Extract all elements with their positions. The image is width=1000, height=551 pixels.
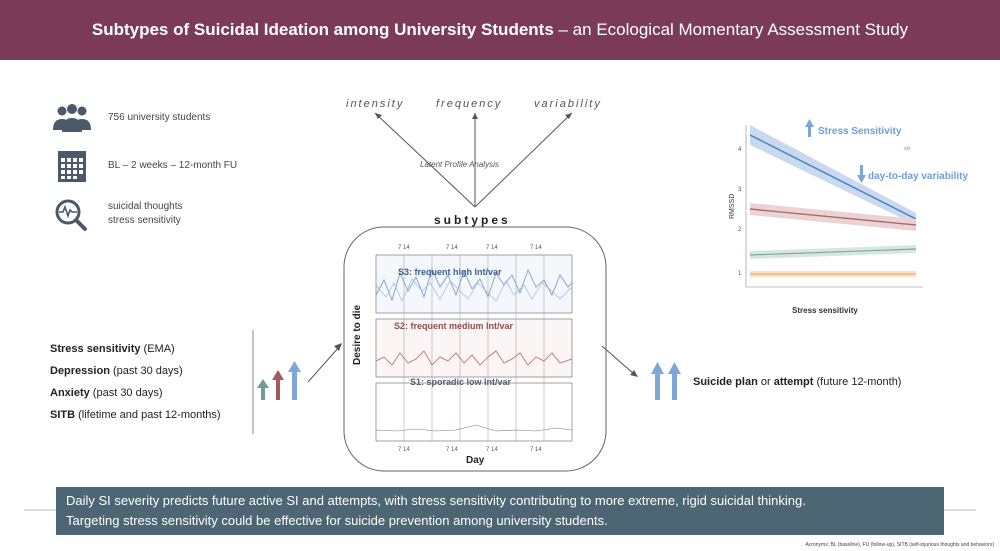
predictor-stress: Stress sensitivity (EMA) — [50, 343, 175, 355]
outcome-arrows — [651, 362, 681, 400]
lpa-label: Latent Profile Analysis — [420, 160, 499, 169]
arrow-up-icon — [805, 119, 814, 137]
magnifier-pulse-icon — [55, 199, 87, 231]
label-intensity: intensity — [346, 98, 405, 110]
footnote: Acronyms: BL (baseline), FU (follow-up),… — [805, 542, 994, 548]
predictor-sitb: SITB (lifetime and past 12-months) — [50, 409, 221, 421]
info-timeline: BL – 2 weeks – 12-month FU — [50, 148, 237, 184]
x-axis-label: Day — [466, 455, 485, 466]
label-variability: variability — [534, 98, 602, 110]
info-students: 756 university students — [50, 100, 210, 136]
arrow-blue-icon — [651, 362, 664, 400]
calendar-icon — [58, 151, 86, 182]
svg-text:7 14: 7 14 — [486, 245, 498, 251]
inset-x-label: Stress sensitivity — [792, 306, 858, 315]
svg-text:7 14: 7 14 — [398, 447, 410, 453]
s1-label: S1: sporadic low lnt/var — [410, 377, 512, 387]
inset-label-stress: Stress Sensitivity — [818, 126, 902, 137]
svg-text:7 14: 7 14 — [446, 447, 458, 453]
svg-text:3: 3 — [738, 187, 742, 193]
y-axis-label: Desire to die — [352, 305, 363, 365]
connector-to-outcome — [601, 345, 638, 377]
arrow-blue-icon — [668, 362, 681, 400]
arrow-blue-icon — [288, 361, 301, 400]
arrow-red-icon — [272, 370, 284, 400]
divider-line — [24, 509, 976, 511]
subtypes-panel: 7 14 7 14 7 14 7 14 7 14 7 14 7 14 7 14 S3: fr… — [343, 226, 607, 472]
svg-text:7 14: 7 14 — [530, 245, 542, 251]
svg-text:7 14: 7 14 — [486, 447, 498, 453]
page-title: Subtypes of Suicidal Ideation among Univ… — [91, 20, 909, 39]
outcome-text: Suicide plan or attempt (future 12-month… — [693, 376, 902, 388]
arrow-down-icon — [857, 165, 866, 183]
svg-text:7 14: 7 14 — [530, 447, 542, 453]
inset-chart: 4 3 2 1 RMSSD Stress sensitivity Stress Sen… — [729, 119, 968, 315]
inset-label-variability: day-to-day variability — [868, 171, 968, 182]
s3-label: S3: frequent high lnt/var — [398, 267, 502, 277]
predictor-depression: Depression (past 30 days) — [50, 365, 183, 377]
students-text: 756 university students — [108, 112, 211, 123]
svg-text:2: 2 — [738, 227, 742, 233]
arrow-teal-icon — [257, 379, 269, 400]
predictor-arrows — [257, 361, 301, 400]
lpa-arrows — [374, 112, 573, 208]
predictor-anxiety: Anxiety (past 30 days) — [50, 387, 163, 399]
link-icon: ∞ — [904, 143, 910, 153]
label-frequency: frequency — [436, 98, 503, 110]
timeline-text: BL – 2 weeks – 12-month FU — [108, 160, 238, 171]
predictor-bracket — [252, 330, 254, 434]
svg-text:4: 4 — [738, 147, 742, 153]
svg-text:7 14: 7 14 — [446, 245, 458, 251]
people-icon — [53, 104, 91, 132]
subtypes-title: subtypes — [434, 213, 511, 227]
conclusion-line1: Daily SI severity predicts future active… — [66, 493, 806, 508]
s2-label: S2: frequent medium lnt/var — [394, 321, 514, 331]
inset-y-label: RMSSD — [729, 194, 736, 219]
connector-to-subtypes — [307, 343, 342, 383]
conclusion-box: Daily SI severity predicts future active… — [56, 487, 944, 535]
header-banner: Subtypes of Suicidal Ideation among Univ… — [0, 0, 1000, 60]
svg-text:1: 1 — [738, 271, 742, 277]
svg-text:7 14: 7 14 — [398, 245, 410, 251]
conclusion-line2: Targeting stress sensitivity could be ef… — [66, 513, 608, 528]
